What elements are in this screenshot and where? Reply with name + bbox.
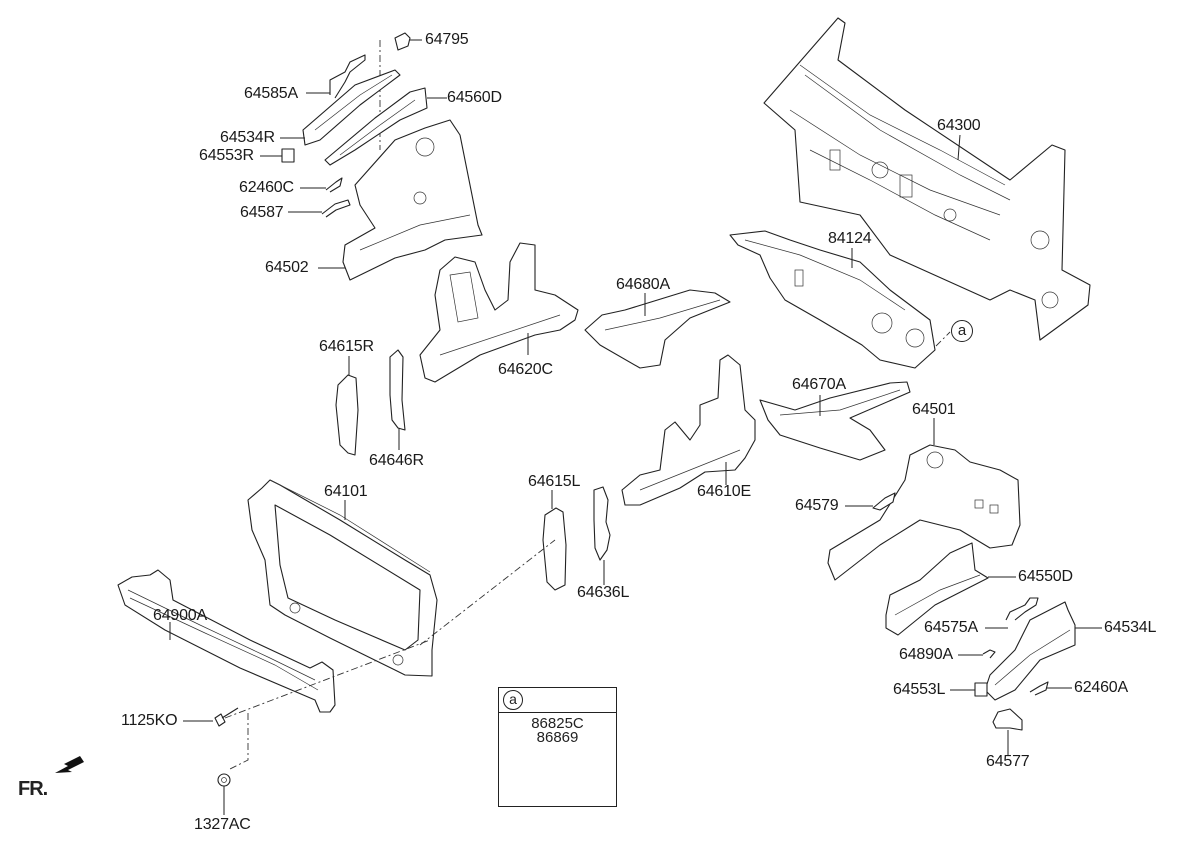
label-1125KO: 1125KO [121,712,178,729]
part-64615L-shape [542,507,567,591]
part-64587-shape [321,199,351,218]
label-64502: 64502 [265,259,309,276]
part-64534L-shape [984,597,1076,701]
label-64101: 64101 [324,483,368,500]
label-64534R: 64534R [220,129,275,146]
label-1327AC: 1327AC [194,816,251,833]
part-64620C-shape [419,242,579,383]
label-64577: 64577 [986,753,1030,770]
label-64575A: 64575A [924,619,978,636]
part-64577-shape [992,708,1023,731]
front-direction-arrow [55,756,84,773]
part-1125KO-shape [214,707,239,727]
part-64646R-shape [389,349,406,431]
label-64620C: 64620C [498,361,553,378]
label-64560D: 64560D [447,89,502,106]
part-64610E-shape [621,354,756,506]
label-64900A: 64900A [153,607,207,624]
label-64615L: 64615L [528,473,581,490]
label-62460C: 62460C [239,179,294,196]
label-64890A: 64890A [899,646,953,663]
label-64646R: 64646R [369,452,424,469]
callout-a-marker: a [951,320,973,342]
part-64636L-shape [593,486,611,561]
label-64300: 64300 [937,117,981,134]
part-64670A-shape [759,381,911,461]
detail-inset-a: a 86825C 86869 [498,687,617,807]
label-64585A: 64585A [244,85,298,102]
inset-part-numbers: 86825C 86869 [499,715,616,746]
inset-part-86825C: 86825C [531,715,584,732]
label-64680A: 64680A [616,276,670,293]
label-64553L: 64553L [893,681,946,698]
part-84124-shape [729,230,936,369]
part-64900A-shape [117,569,336,713]
part-64501-shape [827,444,1021,581]
label-64579: 64579 [795,497,839,514]
label-84124: 84124 [828,230,872,247]
label-64534L: 64534L [1104,619,1157,636]
part-64550D-shape [885,542,989,636]
part-64560D-shape [324,87,428,166]
part-64502-shape [342,119,483,281]
part-64680A-shape [584,289,731,369]
label-64636L: 64636L [577,584,630,601]
label-64587: 64587 [240,204,284,221]
part-62460A-shape [1029,681,1049,696]
inset-part-86869: 86869 [536,729,579,746]
part-64890A-shape [982,649,996,659]
inset-header: a [499,688,616,713]
label-64550D: 64550D [1018,568,1073,585]
label-64615R: 64615R [319,338,374,355]
part-64534R-shape [302,54,401,146]
label-64670A: 64670A [792,376,846,393]
part-64553L-shape [974,682,988,697]
label-64610E: 64610E [697,483,751,500]
part-64579-shape [872,492,896,511]
label-64553R: 64553R [199,147,254,164]
front-direction-label: FR. [18,778,48,800]
label-64795: 64795 [425,31,469,48]
label-62460A: 62460A [1074,679,1128,696]
inset-ref-marker: a [503,690,523,710]
part-64615R-shape [335,374,359,456]
part-62460C-shape [325,177,343,193]
label-64501: 64501 [912,401,956,418]
part-1327AC-shape [217,773,231,787]
part-64795-shape [394,32,411,51]
part-64101-shape [247,479,438,677]
part-64553R-shape [281,148,295,163]
part-64300-shape [763,17,1091,341]
